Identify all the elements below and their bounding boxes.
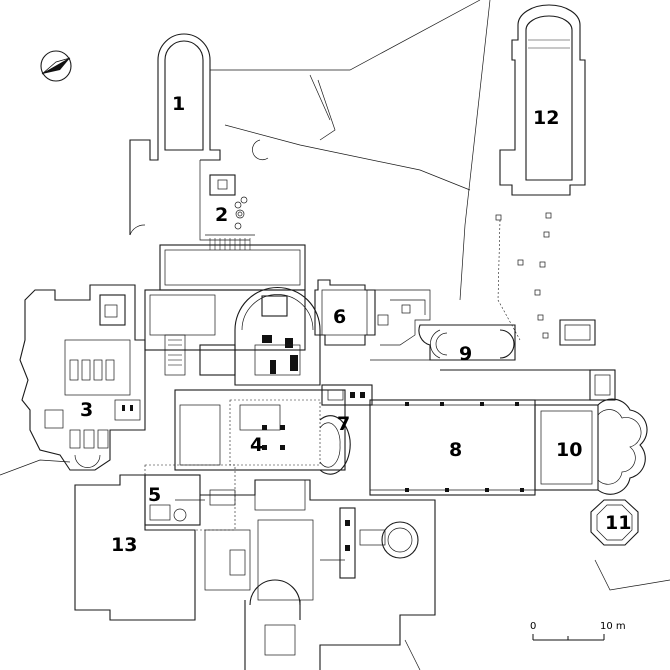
label-10: 10 <box>556 439 582 461</box>
building-1 <box>129 33 250 241</box>
label-11: 11 <box>605 512 631 534</box>
label-2: 2 <box>215 204 228 226</box>
area-2 <box>205 139 269 250</box>
building-6 <box>314 279 431 346</box>
label-3: 3 <box>80 399 93 421</box>
label-12: 12 <box>533 107 559 129</box>
label-7: 7 <box>337 413 350 435</box>
building-3 <box>19 284 146 471</box>
building-10 <box>534 369 648 495</box>
plan-labels: 1 2 3 4 5 6 7 8 9 10 11 12 13 <box>80 93 631 556</box>
label-6: 6 <box>333 306 346 328</box>
scale-start-label: 0 <box>530 621 536 632</box>
label-9: 9 <box>459 343 472 365</box>
label-13: 13 <box>111 534 137 556</box>
column-bases <box>495 212 596 346</box>
scale-end-label: 10 m <box>600 621 626 632</box>
building-9 <box>370 324 516 361</box>
label-4: 4 <box>250 434 263 456</box>
building-12 <box>499 4 586 196</box>
upper-complex <box>144 244 321 386</box>
label-8: 8 <box>449 439 462 461</box>
north-arrow-icon <box>40 50 72 82</box>
scale-bar: 0 10 m <box>530 621 626 641</box>
label-5: 5 <box>148 484 161 506</box>
building-8 <box>369 369 590 496</box>
building-11 <box>590 499 639 546</box>
area-13 <box>74 474 436 670</box>
building-7 <box>321 384 373 406</box>
building-4 <box>174 389 351 475</box>
label-1: 1 <box>172 93 185 115</box>
